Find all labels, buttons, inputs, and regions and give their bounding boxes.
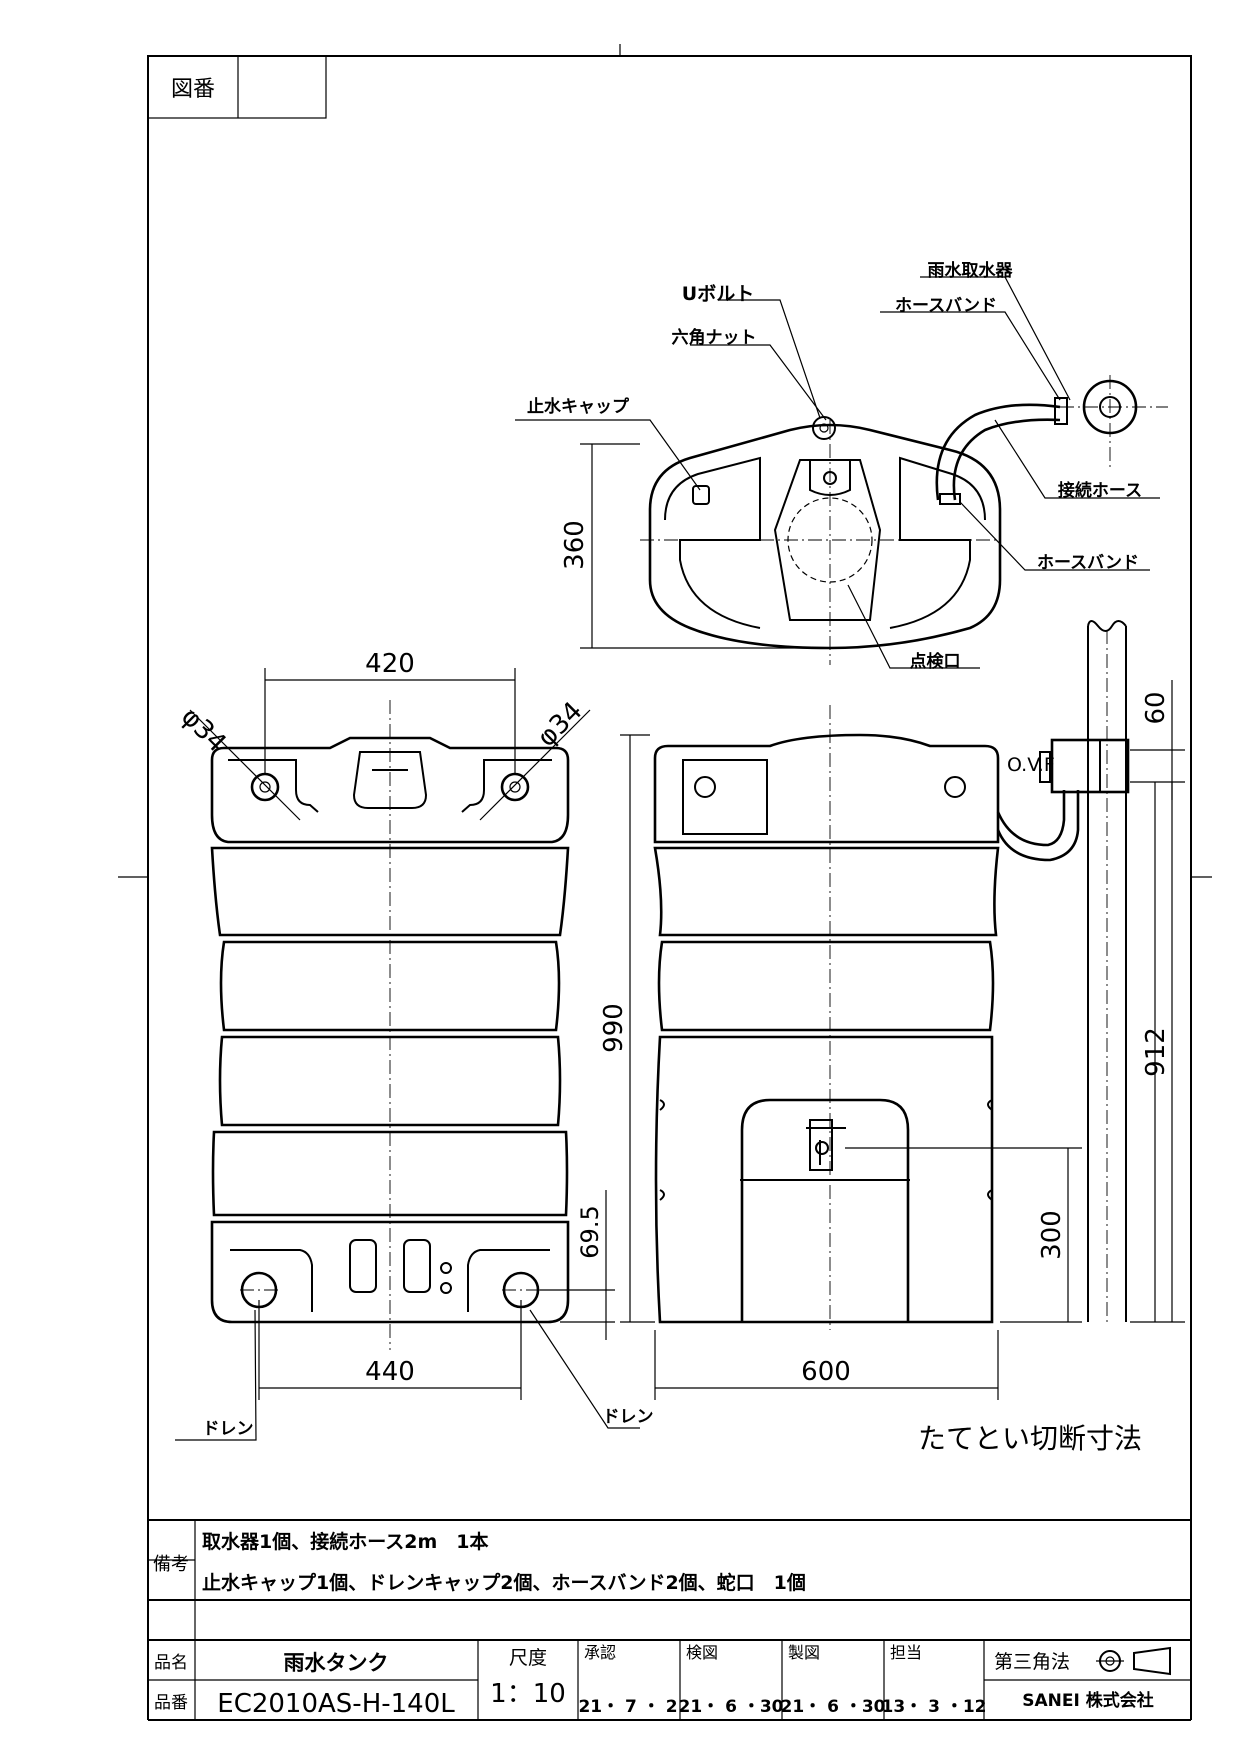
dim-phi-right: φ34 <box>532 696 589 753</box>
projection-label: 第三角法 <box>994 1651 1070 1673</box>
drawing-number-label: 図番 <box>171 77 215 102</box>
label-stop-cap: 止水キャップ <box>527 396 630 417</box>
label-rain-collector: 雨水取水器 <box>928 260 1014 281</box>
label-connection-hose: 接続ホース <box>1058 480 1142 501</box>
dim-faucet-height: 300 <box>1037 1210 1067 1260</box>
draft-label: 製図 <box>788 1643 820 1662</box>
product-name-label: 品名 <box>154 1653 188 1673</box>
label-u-bolt: Uボルト <box>682 283 754 305</box>
title-block: 備考 取水器1個、接続ホース2m 1本 止水キャップ1個、ドレンキャップ2個、ホ… <box>147 1519 1192 1721</box>
label-hex-nut: 六角ナット <box>672 327 757 348</box>
company-name: SANEI 株式会社 <box>1022 1690 1153 1711</box>
product-name: 雨水タンク <box>284 1651 389 1675</box>
dim-gutter-cut: 912 <box>1141 1027 1171 1077</box>
product-code-label: 品番 <box>154 1693 188 1713</box>
scale-value: 1：10 <box>490 1679 566 1709</box>
check-date: 21・ 6 ・30 <box>679 1697 784 1717</box>
side-view: 990 600 300 60 O.V.F 912 たてとい切断寸法 <box>599 620 1185 1455</box>
remarks-line-1: 取水器1個、接続ホース2m 1本 <box>202 1530 489 1553</box>
label-inspection-port: 点検口 <box>910 651 961 672</box>
approval-label: 承認 <box>584 1643 616 1662</box>
label-hose-band-top: ホースバンド <box>895 296 997 316</box>
dim-bottom-width: 440 <box>365 1357 415 1387</box>
check-label: 検図 <box>686 1643 718 1662</box>
gutter-caption: たてとい切断寸法 <box>918 1422 1142 1455</box>
label-drain-left: ドレン <box>203 1419 254 1439</box>
label-ovf: O.V.F <box>1007 754 1055 776</box>
scale-label: 尺度 <box>509 1647 547 1669</box>
charge-label: 担当 <box>890 1643 922 1662</box>
label-hose-band-right: ホースバンド <box>1037 553 1139 573</box>
label-drain-right: ドレン <box>603 1407 654 1427</box>
top-view: 雨水取水器 ホースバンド Uボルト 六角ナット 止水キャップ 接続ホース ホース… <box>515 260 1168 672</box>
approval-date: 21・ 7 ・ 2 <box>578 1697 677 1717</box>
drawing-number-box: 図番 <box>147 55 327 119</box>
third-angle-projection-icon <box>1096 1646 1171 1676</box>
draft-date: 21・ 6 ・30 <box>781 1697 886 1717</box>
dim-drain-offset: 69.5 <box>576 1205 604 1258</box>
dim-top-height: 360 <box>560 520 590 570</box>
dim-side-width: 600 <box>801 1357 851 1387</box>
dim-phi-left: φ34 <box>175 702 232 759</box>
remarks-line-2: 止水キャップ1個、ドレンキャップ2個、ホースバンド2個、蛇口 1個 <box>202 1571 806 1594</box>
dim-side-height: 990 <box>599 1003 629 1053</box>
front-view: 420 φ34 φ34 440 69.5 ドレン ドレン <box>175 649 654 1441</box>
charge-date: 13・ 3 ・12 <box>882 1697 987 1717</box>
dim-top-width: 420 <box>365 649 415 679</box>
product-code: EC2010AS-H-140L <box>217 1689 455 1719</box>
dim-ovf-top: 60 <box>1141 691 1171 724</box>
remarks-label: 備考 <box>153 1554 189 1575</box>
